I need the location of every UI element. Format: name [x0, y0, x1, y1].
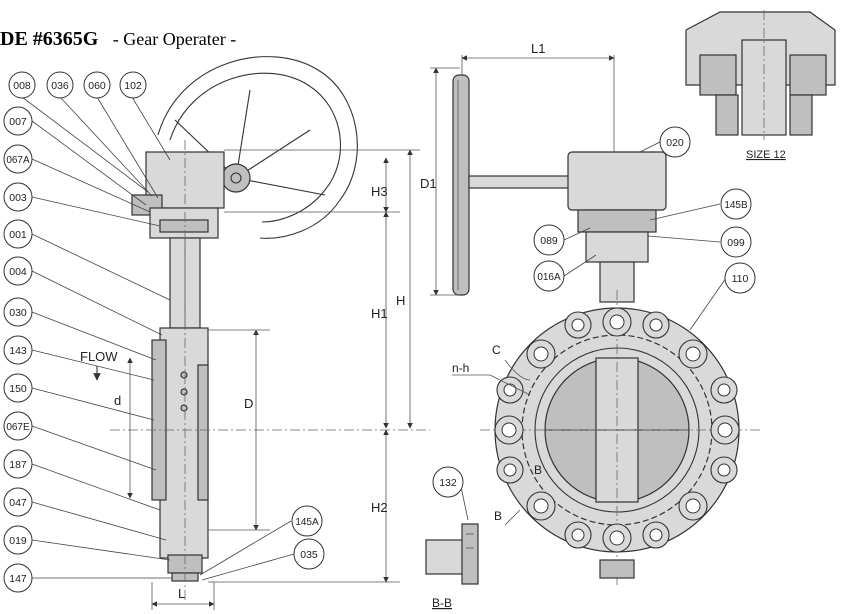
- callout-147: 147: [3, 563, 33, 593]
- svg-text:008: 008: [13, 80, 31, 92]
- side-view: FLOW d D H3 H1 H H2 L: [80, 56, 430, 610]
- model-code: DE #6365G: [0, 28, 99, 50]
- svg-text:145B: 145B: [724, 200, 748, 211]
- svg-text:004: 004: [9, 266, 27, 278]
- left-callouts: 008 036 060 102 007 067A 003 001 004 030…: [3, 71, 325, 593]
- handwheel-edge: [452, 74, 470, 296]
- size-12-detail: SIZE 12: [685, 10, 836, 161]
- callout-110: 110: [724, 262, 756, 294]
- callout-187: 187: [3, 449, 33, 479]
- handwheel-rim-outer: [157, 56, 358, 239]
- handwheel-hub: [221, 163, 251, 193]
- dim-C: C: [492, 343, 501, 357]
- callout-035: 035: [293, 538, 325, 570]
- callout-089: 089: [533, 224, 565, 256]
- callout-143: 143: [3, 335, 33, 365]
- svg-text:067E: 067E: [6, 422, 30, 433]
- svg-text:099: 099: [727, 237, 745, 249]
- handwheel-spokes: [174, 89, 326, 196]
- svg-text:019: 019: [9, 535, 27, 547]
- right-callouts: 020 089 016A 145B 099 110 132: [432, 126, 756, 521]
- svg-text:089: 089: [540, 235, 558, 247]
- svg-text:102: 102: [124, 80, 142, 92]
- svg-text:020: 020: [666, 137, 684, 149]
- callout-145A: 145A: [291, 505, 323, 537]
- dim-H1: H1: [371, 306, 388, 321]
- callout-132: 132: [432, 466, 464, 498]
- svg-text:187: 187: [9, 459, 27, 471]
- callout-102: 102: [119, 71, 147, 99]
- section-mark-B-upper: B: [534, 463, 542, 477]
- section-label: B-B: [432, 596, 452, 610]
- callout-047: 047: [3, 487, 33, 517]
- input-shaft: [468, 175, 570, 189]
- dim-H3: H3: [371, 184, 388, 199]
- callout-145B: 145B: [720, 188, 752, 220]
- callout-030: 030: [3, 297, 33, 327]
- svg-text:067A: 067A: [6, 155, 30, 166]
- svg-text:036: 036: [51, 80, 69, 92]
- callout-001: 001: [3, 219, 33, 249]
- callout-007: 007: [3, 106, 33, 136]
- dim-nh: n-h: [452, 361, 469, 375]
- svg-text:003: 003: [9, 192, 27, 204]
- svg-text:150: 150: [9, 383, 27, 395]
- svg-text:110: 110: [732, 273, 749, 285]
- size-label: SIZE 12: [746, 149, 786, 161]
- callout-067E: 067E: [3, 411, 33, 441]
- dim-L: L: [178, 586, 185, 601]
- front-view: L1 D1: [420, 41, 760, 585]
- dim-L1: L1: [531, 41, 545, 56]
- front-gearbox: [567, 151, 667, 211]
- svg-text:060: 060: [88, 80, 106, 92]
- svg-text:001: 001: [9, 229, 27, 241]
- callout-003: 003: [3, 182, 33, 212]
- callout-150: 150: [3, 373, 33, 403]
- svg-text:035: 035: [300, 549, 318, 561]
- section-b-b: B-B: [425, 523, 479, 610]
- callout-016A: 016A: [533, 260, 565, 292]
- svg-text:143: 143: [9, 345, 27, 357]
- dim-H2: H2: [371, 500, 388, 515]
- svg-text:007: 007: [9, 116, 27, 128]
- callout-067A: 067A: [3, 144, 33, 174]
- dim-H: H: [396, 293, 405, 308]
- callout-008: 008: [8, 71, 36, 99]
- svg-text:030: 030: [9, 307, 27, 319]
- callout-036: 036: [46, 71, 74, 99]
- dim-D: D: [244, 396, 253, 411]
- dim-d: d: [114, 393, 121, 408]
- callout-004: 004: [3, 256, 33, 286]
- model-subtitle: - Gear Operater -: [112, 29, 237, 49]
- callout-060: 060: [83, 71, 111, 99]
- dim-D1: D1: [420, 176, 437, 191]
- svg-text:147: 147: [9, 573, 27, 585]
- handwheel-rim-inner: [169, 72, 342, 223]
- svg-text:145A: 145A: [295, 517, 319, 528]
- callout-020: 020: [659, 126, 691, 158]
- section-mark-B-lower: B: [494, 509, 502, 523]
- svg-text:132: 132: [439, 477, 457, 489]
- svg-text:016A: 016A: [537, 272, 561, 283]
- drawing-title: DE #6365G - Gear Operater -: [0, 28, 236, 51]
- svg-text:047: 047: [9, 497, 27, 509]
- flow-label: FLOW: [80, 349, 118, 364]
- section-body: [425, 539, 467, 575]
- callout-019: 019: [3, 525, 33, 555]
- callout-099: 099: [720, 226, 752, 258]
